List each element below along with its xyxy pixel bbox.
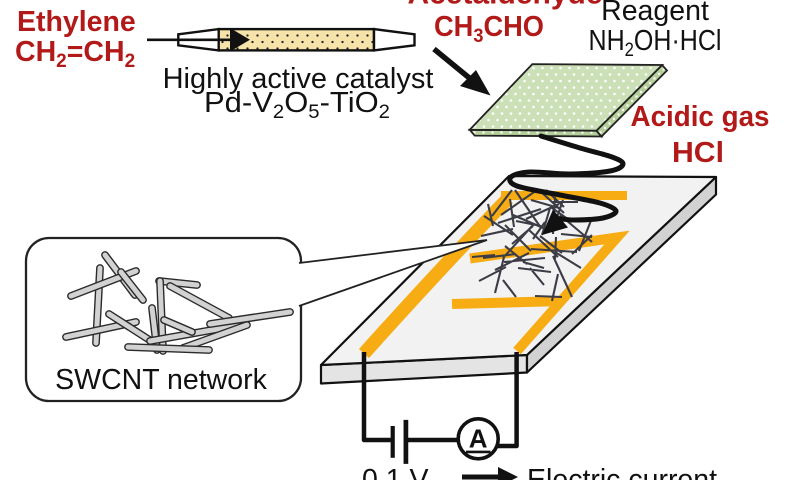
svg-text:CH3CHO: CH3CHO — [434, 11, 544, 47]
svg-text:HCl: HCl — [672, 137, 724, 169]
svg-text:Acidic gas: Acidic gas — [631, 101, 770, 133]
svg-text:Acetaldehyde: Acetaldehyde — [407, 0, 602, 11]
svg-text:0.1 V: 0.1 V — [362, 464, 429, 480]
svg-text:Electric current: Electric current — [527, 464, 717, 480]
svg-text:NH2OH·HCl: NH2OH·HCl — [589, 25, 722, 61]
svg-text:Ethylene: Ethylene — [17, 6, 136, 38]
svg-text:Reagent: Reagent — [601, 0, 709, 27]
svg-text:SWCNT network: SWCNT network — [55, 364, 267, 396]
svg-text:CH2=CH2: CH2=CH2 — [15, 36, 135, 72]
svg-text:A: A — [469, 423, 488, 453]
svg-text:Highly active catalyst: Highly active catalyst — [163, 63, 434, 95]
